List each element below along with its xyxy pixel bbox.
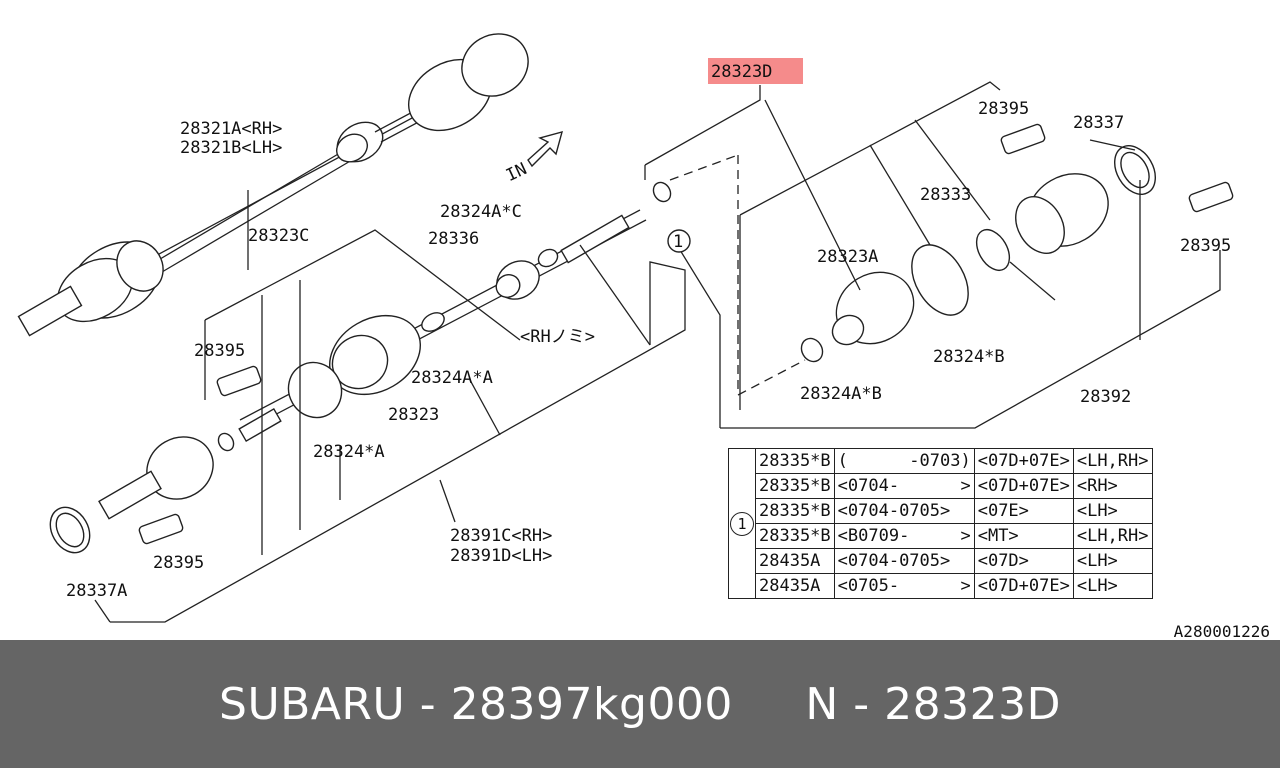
table-cell-part: 28335*B [755, 523, 835, 549]
parts-diagram: IN [17, 33, 1234, 623]
footer-banner: SUBARU - 28397kg000 N - 28323D [0, 640, 1280, 768]
table-row: 1 28335*B ( -0703) <07D+07E> <LH,RH> [728, 448, 1153, 599]
table-ref-marker: 1 [730, 511, 754, 536]
table-cell-part: 28435A [755, 573, 835, 599]
part-labels: 28321A<RH> 28321B<LH> 28323C 28324A*C 28… [66, 62, 1231, 601]
in-direction-arrow: IN [503, 131, 563, 186]
circle-ref-label: 1 [673, 232, 683, 252]
boot-kit-detail [800, 123, 1234, 363]
label-28323a: 28323A [817, 247, 878, 267]
table-cell-side: <LH,RH> [1072, 523, 1153, 549]
label-28395-d: 28395 [1180, 236, 1231, 256]
label-28323c: 28323C [248, 226, 309, 246]
label-28395-b: 28395 [153, 553, 204, 573]
table-cell-period: <B0709- > [833, 523, 975, 549]
label-28323: 28323 [388, 405, 439, 425]
circle-ref-marker: 1 [667, 229, 691, 253]
label-28324aa: 28324A*A [411, 368, 493, 388]
table-row: 28335*B <B0709- > <MT> <LH,RH> [729, 523, 1153, 549]
label-28321b: 28321B<LH> [180, 138, 282, 158]
table-cell-period: <0704-0705> [833, 498, 975, 524]
highlight-box [708, 58, 803, 84]
label-28324ab: 28324A*B [800, 384, 882, 404]
label-28321a: 28321A<RH> [180, 119, 282, 139]
table-row: 28435A <0704-0705> <07D> <LH> [729, 548, 1153, 574]
label-28391c: 28391C<RH> [450, 526, 552, 546]
table-cell-side: <LH> [1072, 548, 1153, 574]
table-row: 28435A <0705- > <07D+07E> <LH> [729, 573, 1153, 599]
table-cell-period: <0704-0705> [833, 548, 975, 574]
table-cell-side: <RH> [1072, 473, 1153, 499]
table-cell-period: ( -0703) [833, 448, 975, 474]
in-arrow-label: IN [503, 159, 530, 186]
table-row: 28335*B <0704-0705> <07E> <LH> [729, 498, 1153, 524]
label-28395-a: 28395 [194, 341, 245, 361]
table-cell-part: 28435A [755, 548, 835, 574]
table-cell-model: <07D+07E> [973, 473, 1074, 499]
label-28392: 28392 [1080, 387, 1131, 407]
label-28324b: 28324*B [933, 347, 1005, 367]
table-cell-side: <LH> [1072, 573, 1153, 599]
table-cell-model: <07D> [973, 548, 1074, 574]
table-cell-model: <07D+07E> [973, 448, 1074, 474]
application-table: 1 28335*B ( -0703) <07D+07E> <LH,RH> 283… [728, 448, 1153, 599]
label-28391d: 28391D<LH> [450, 546, 552, 566]
label-28333: 28333 [920, 185, 971, 205]
table-cell-period: <0705- > [833, 573, 975, 599]
leader-lines [94, 81, 1221, 623]
label-28337a: 28337A [66, 581, 127, 601]
table-cell-model: <MT> [973, 523, 1074, 549]
label-rh-only: <RHノミ> [520, 327, 595, 347]
table-cell-part: 28335*B [755, 473, 835, 499]
table-cell-part: 28335*B [755, 498, 835, 524]
footer-text: SUBARU - 28397kg000 N - 28323D [219, 678, 1061, 730]
diagram-image-id: A280001226 [1173, 622, 1270, 641]
table-cell-model: <07E> [973, 498, 1074, 524]
table-ref-cell: 1 [728, 448, 756, 599]
label-28323d: 28323D [711, 62, 772, 82]
table-cell-model: <07D+07E> [973, 573, 1074, 599]
table-cell-part: 28335*B [755, 448, 835, 474]
table-cell-period: <0704- > [833, 473, 975, 499]
table-cell-side: <LH,RH> [1072, 448, 1153, 474]
label-28395-c: 28395 [978, 99, 1029, 119]
label-28337: 28337 [1073, 113, 1124, 133]
label-28324ac: 28324A*C [440, 202, 522, 222]
table-row: 28335*B <0704- > <07D+07E> <RH> [729, 473, 1153, 499]
label-28324a: 28324*A [313, 442, 385, 462]
axle-assembly-exploded [49, 181, 672, 554]
table-cell-side: <LH> [1072, 498, 1153, 524]
label-28336: 28336 [428, 229, 479, 249]
axle-assembly-upper [17, 33, 529, 337]
